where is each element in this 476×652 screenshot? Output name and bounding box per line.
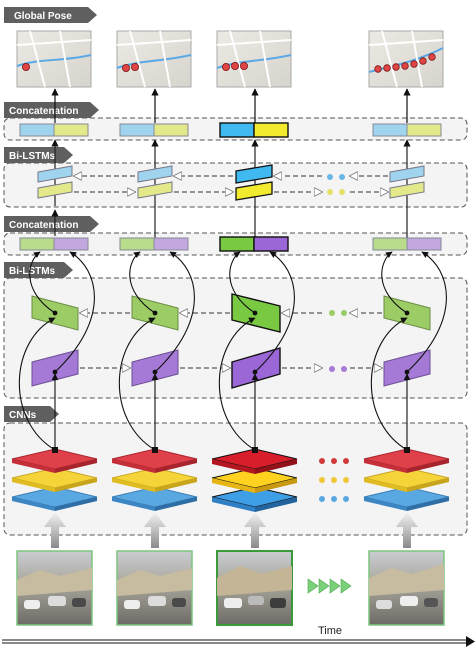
- lstm-node-dots: [52, 310, 410, 375]
- input-arrows: [44, 512, 418, 548]
- map-pin: [428, 53, 436, 61]
- top-lstm-cell: [37, 165, 73, 199]
- input-frame-highlighted: [216, 550, 293, 626]
- concat-top-block: [19, 123, 89, 137]
- map-pin: [410, 60, 418, 68]
- map-pin: [221, 63, 230, 72]
- map-pin: [239, 62, 248, 71]
- cnn-ellipsis-dots: [319, 458, 349, 502]
- backward-lstm-cell: [131, 349, 179, 387]
- map-thumbnail: [368, 30, 444, 88]
- top-lstm-cell: [389, 165, 425, 199]
- tag-global-pose: Global Pose: [4, 7, 97, 23]
- concat-top-block: [119, 123, 189, 137]
- map-pin: [401, 62, 409, 70]
- top-lstm-cell: [137, 165, 173, 199]
- mid-ellipsis-dots: [329, 310, 347, 372]
- map-pin: [21, 63, 30, 72]
- map-thumbnail: [116, 30, 192, 88]
- feature-connections: [18, 251, 447, 451]
- time-axis: [2, 636, 475, 647]
- tag-bilstms-mid-text: Bi-LSTMs: [9, 266, 56, 277]
- top-ellipsis-dots: [327, 174, 345, 195]
- map-pin: [383, 64, 391, 72]
- tag-bilstms-mid: Bi-LSTMs: [4, 262, 73, 278]
- backward-lstm-cell: [383, 349, 431, 387]
- sequence-chevrons: [307, 578, 352, 594]
- input-frame: [16, 550, 93, 626]
- tag-concatenation-mid-text: Concatenation: [9, 220, 78, 231]
- feature-straight-arrows: [51, 373, 411, 450]
- tag-concatenation-mid: Concatenation: [4, 216, 99, 232]
- concat-mid-block: [119, 237, 189, 251]
- concat-mid-block: [19, 237, 89, 251]
- top-recurrent-links: [74, 176, 388, 192]
- map-pin: [392, 63, 400, 71]
- map-thumbnail: [16, 30, 92, 88]
- concat-top-block: [372, 123, 442, 137]
- tag-concatenation-top-text: Concatenation: [9, 106, 78, 117]
- map-pin: [230, 62, 239, 71]
- backward-lstm-cell: [31, 349, 79, 387]
- tag-cnns-text: CNNs: [9, 410, 37, 421]
- tag-global-pose-text: Global Pose: [14, 11, 72, 22]
- mid-recurrent-links: [80, 313, 382, 368]
- map-pin: [122, 64, 131, 73]
- map-pin: [374, 65, 382, 73]
- map-pin: [130, 63, 139, 72]
- tag-bilstms-top-text: Bi-LSTMs: [9, 151, 56, 162]
- input-frame: [116, 550, 193, 626]
- concat-top-block-highlighted: [219, 122, 289, 138]
- tag-cnns: CNNs: [4, 406, 59, 422]
- map-thumbnail: [216, 30, 292, 88]
- cnn-stack: [111, 447, 198, 511]
- output-arrows: [51, 88, 411, 123]
- cnn-stack-highlighted: [211, 447, 298, 512]
- top-lstm-cell-highlighted: [235, 164, 273, 201]
- cnn-stack: [363, 447, 450, 511]
- tag-concatenation-top: Concatenation: [4, 102, 99, 118]
- tag-bilstms-top: Bi-LSTMs: [4, 147, 73, 163]
- time-label: Time: [318, 625, 342, 637]
- concat-mid-block: [372, 237, 442, 251]
- input-frame: [368, 550, 445, 626]
- map-pin: [419, 57, 427, 65]
- cnn-stack: [11, 447, 98, 511]
- concat-mid-block-highlighted: [219, 236, 289, 252]
